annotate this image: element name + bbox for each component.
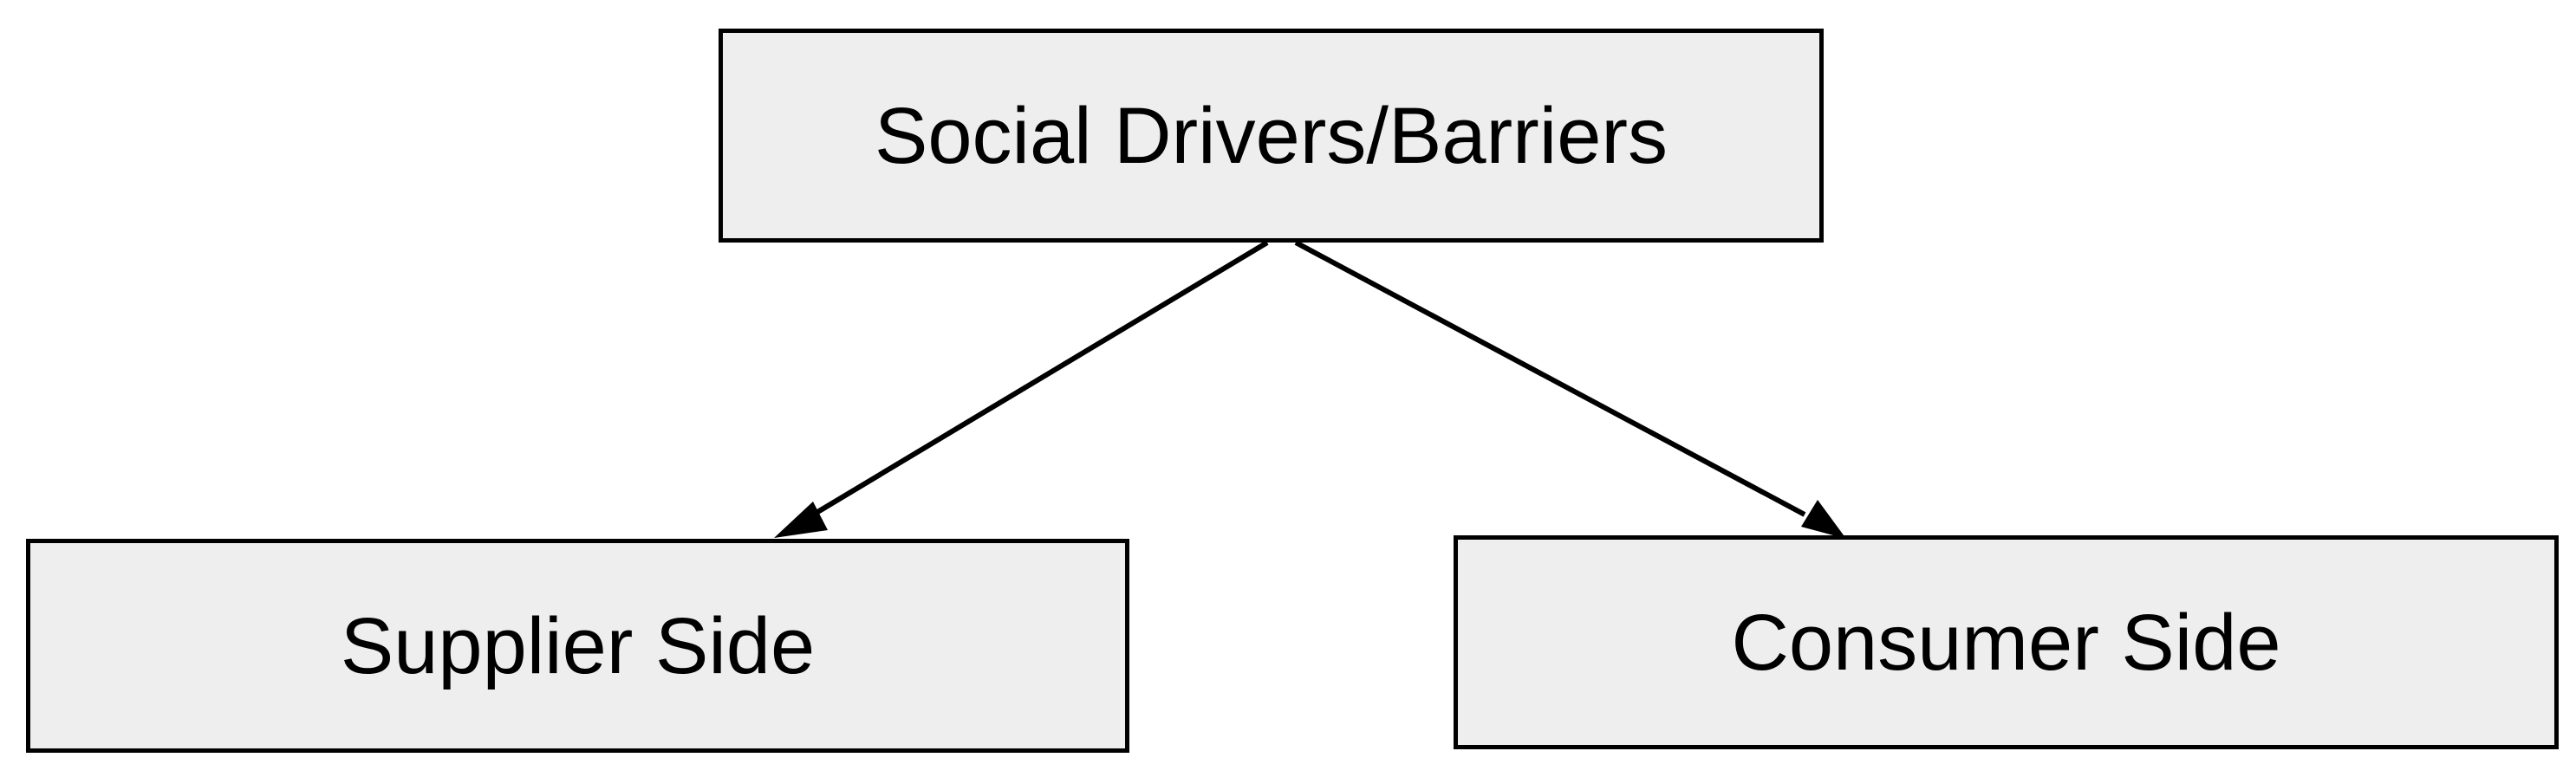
supplier-side-label: Supplier Side [340, 601, 816, 690]
supplier-side-node: Supplier Side [26, 539, 1129, 753]
consumer-side-node: Consumer Side [1454, 535, 2559, 749]
consumer-side-label: Consumer Side [1731, 598, 2281, 687]
arrow-to-supplier-side [774, 240, 1269, 538]
social-drivers-barriers-node: Social Drivers/Barriers [719, 29, 1824, 243]
social-drivers-barriers-label: Social Drivers/Barriers [874, 91, 1669, 180]
arrow-to-consumer-side [1294, 240, 1846, 539]
